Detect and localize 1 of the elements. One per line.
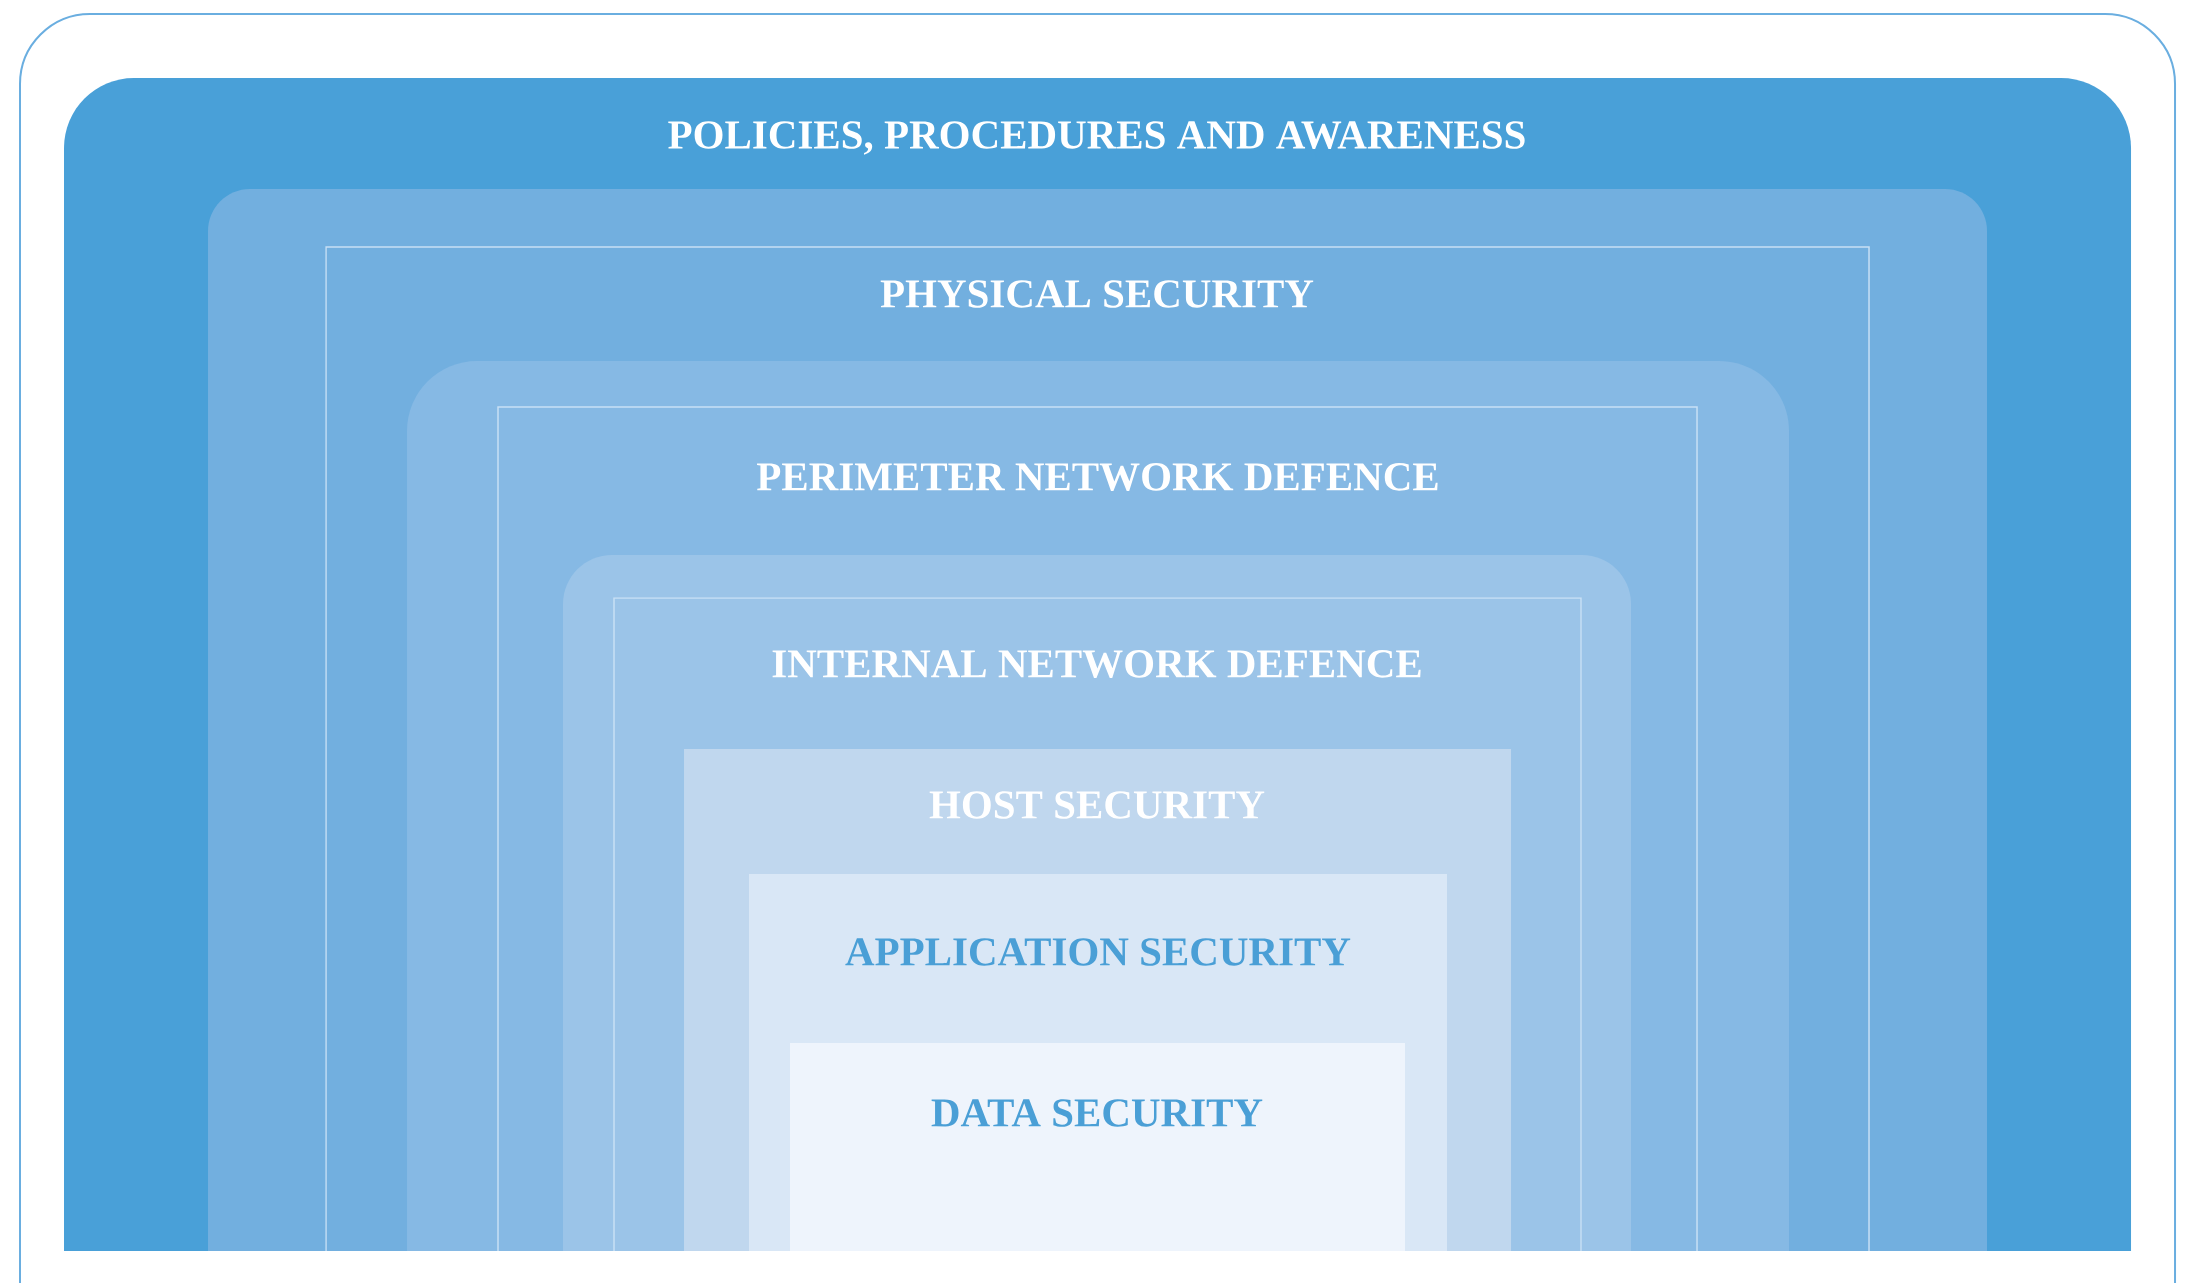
layer-box: DATA SECURITY bbox=[790, 1043, 1405, 1251]
